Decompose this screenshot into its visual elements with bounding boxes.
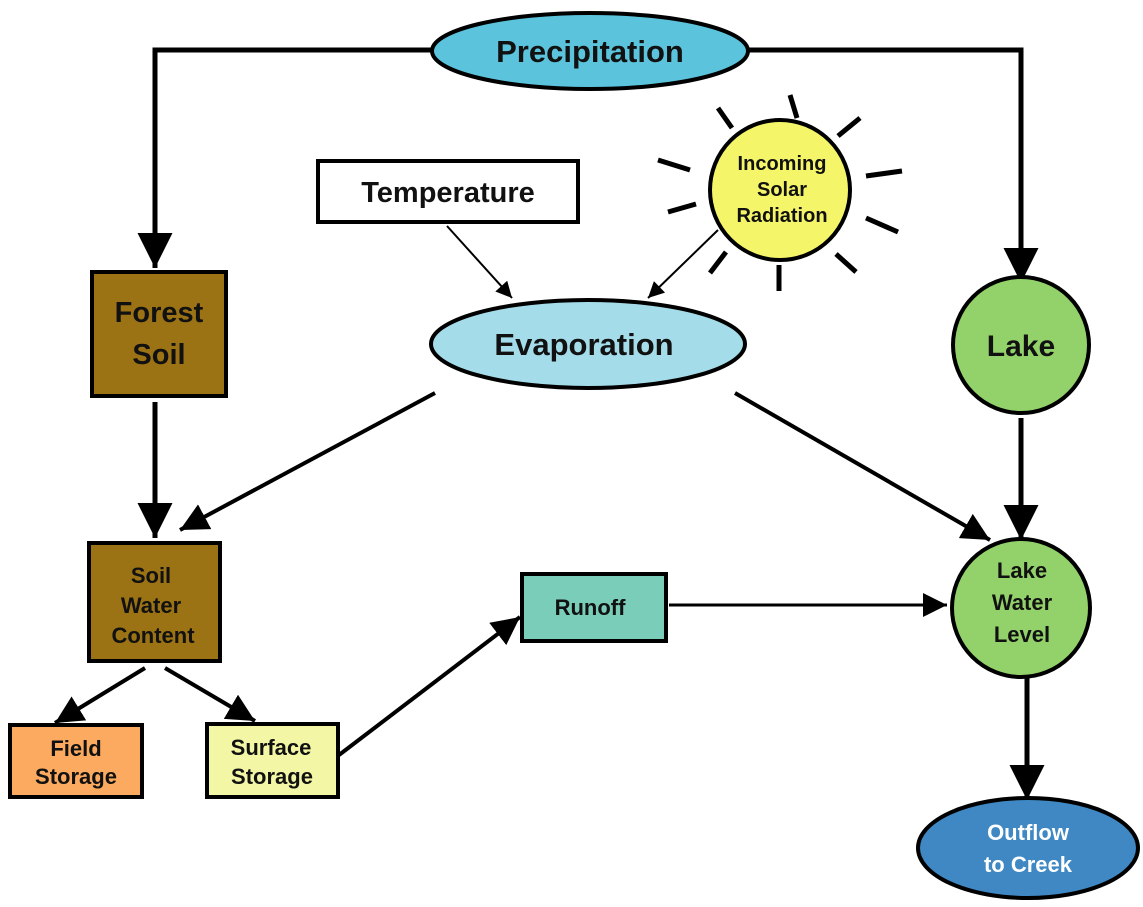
- node-evaporation: Evaporation: [429, 298, 747, 390]
- edge-surface-storage-runoff: [337, 615, 522, 757]
- solar-label-line-2: Solar: [757, 179, 807, 201]
- precipitation-ellipse: [430, 11, 750, 91]
- sun-ray: [657, 157, 691, 173]
- sun-rays: [657, 94, 903, 291]
- field-storage-label-line-2: Storage: [35, 764, 117, 789]
- lake-level-circle: [950, 537, 1092, 679]
- runoff-box: [520, 572, 668, 643]
- node-lake: Lake: [951, 275, 1091, 415]
- lake-label: Lake: [987, 330, 1055, 363]
- lake-level-label-line-3: Level: [994, 622, 1050, 647]
- soil-water-label-line-1: Soil: [131, 563, 171, 588]
- surface-storage-box: [205, 722, 340, 799]
- outflow-label-line-2: to Creek: [984, 852, 1073, 877]
- edge-evaporation-soil-water: [179, 391, 436, 532]
- runoff-label: Runoff: [555, 595, 627, 620]
- forest-soil-box: [90, 270, 228, 398]
- lake-circle: [951, 275, 1091, 415]
- node-forest-soil: Forest Soil: [90, 270, 228, 398]
- evaporation-label: Evaporation: [494, 327, 673, 362]
- sun-ray: [715, 106, 735, 130]
- node-surface-storage: Surface Storage: [205, 722, 340, 799]
- precipitation-label: Precipitation: [496, 34, 684, 69]
- lake-level-label-line-2: Water: [992, 590, 1053, 615]
- lake-level-label-line-1: Lake: [997, 558, 1047, 583]
- sun-circle: [708, 118, 852, 262]
- surface-storage-label-line-2: Storage: [231, 764, 313, 789]
- edge-evaporation-lake-level: [734, 391, 991, 542]
- node-runoff: Runoff: [520, 572, 668, 643]
- field-storage-label-line-1: Field: [50, 736, 101, 761]
- field-storage-box: [8, 723, 144, 799]
- solar-label-line-3: Radiation: [736, 205, 827, 227]
- node-lake-water-level: Lake Water Level: [950, 537, 1092, 679]
- node-temperature: Temperature: [316, 159, 580, 224]
- forest-soil-label-line-1: Forest: [115, 297, 204, 329]
- surface-storage-label-line-1: Surface: [231, 735, 312, 760]
- edge-precipitation-lake: [748, 47, 1039, 283]
- node-outflow-to-creek: Outflow to Creek: [916, 796, 1140, 900]
- sun-ray: [834, 252, 858, 274]
- sun-ray: [708, 250, 728, 275]
- sun-ray: [864, 215, 900, 235]
- soil-water-box: [87, 541, 222, 663]
- edge-precipitation-forest-soil: [137, 47, 432, 268]
- node-soil-water-content: Soil Water Content: [87, 541, 222, 663]
- edge-soil-water-surface-storage: [163, 666, 257, 723]
- node-solar-radiation: Incoming Solar Radiation: [657, 94, 903, 291]
- edge-soil-water-field-storage: [53, 666, 147, 725]
- sun-ray: [667, 201, 697, 215]
- soil-water-label-line-2: Water: [121, 593, 182, 618]
- solar-label-line-1: Incoming: [738, 153, 827, 175]
- forest-soil-label-line-2: Soil: [132, 339, 185, 371]
- node-precipitation: Precipitation: [430, 11, 750, 91]
- outflow-ellipse: [916, 796, 1140, 900]
- outflow-label-line-1: Outflow: [987, 820, 1070, 845]
- node-field-storage: Field Storage: [8, 723, 144, 799]
- temperature-box: [316, 159, 580, 224]
- edge-solar-evaporation: [647, 229, 719, 299]
- sun-ray: [787, 94, 800, 119]
- temperature-label: Temperature: [361, 177, 535, 209]
- sun-ray: [836, 116, 862, 138]
- edge-temperature-evaporation: [446, 225, 513, 299]
- sun-ray: [865, 168, 903, 179]
- connectors: [53, 47, 1045, 800]
- evaporation-ellipse: [429, 298, 747, 390]
- soil-water-label-line-3: Content: [111, 623, 195, 648]
